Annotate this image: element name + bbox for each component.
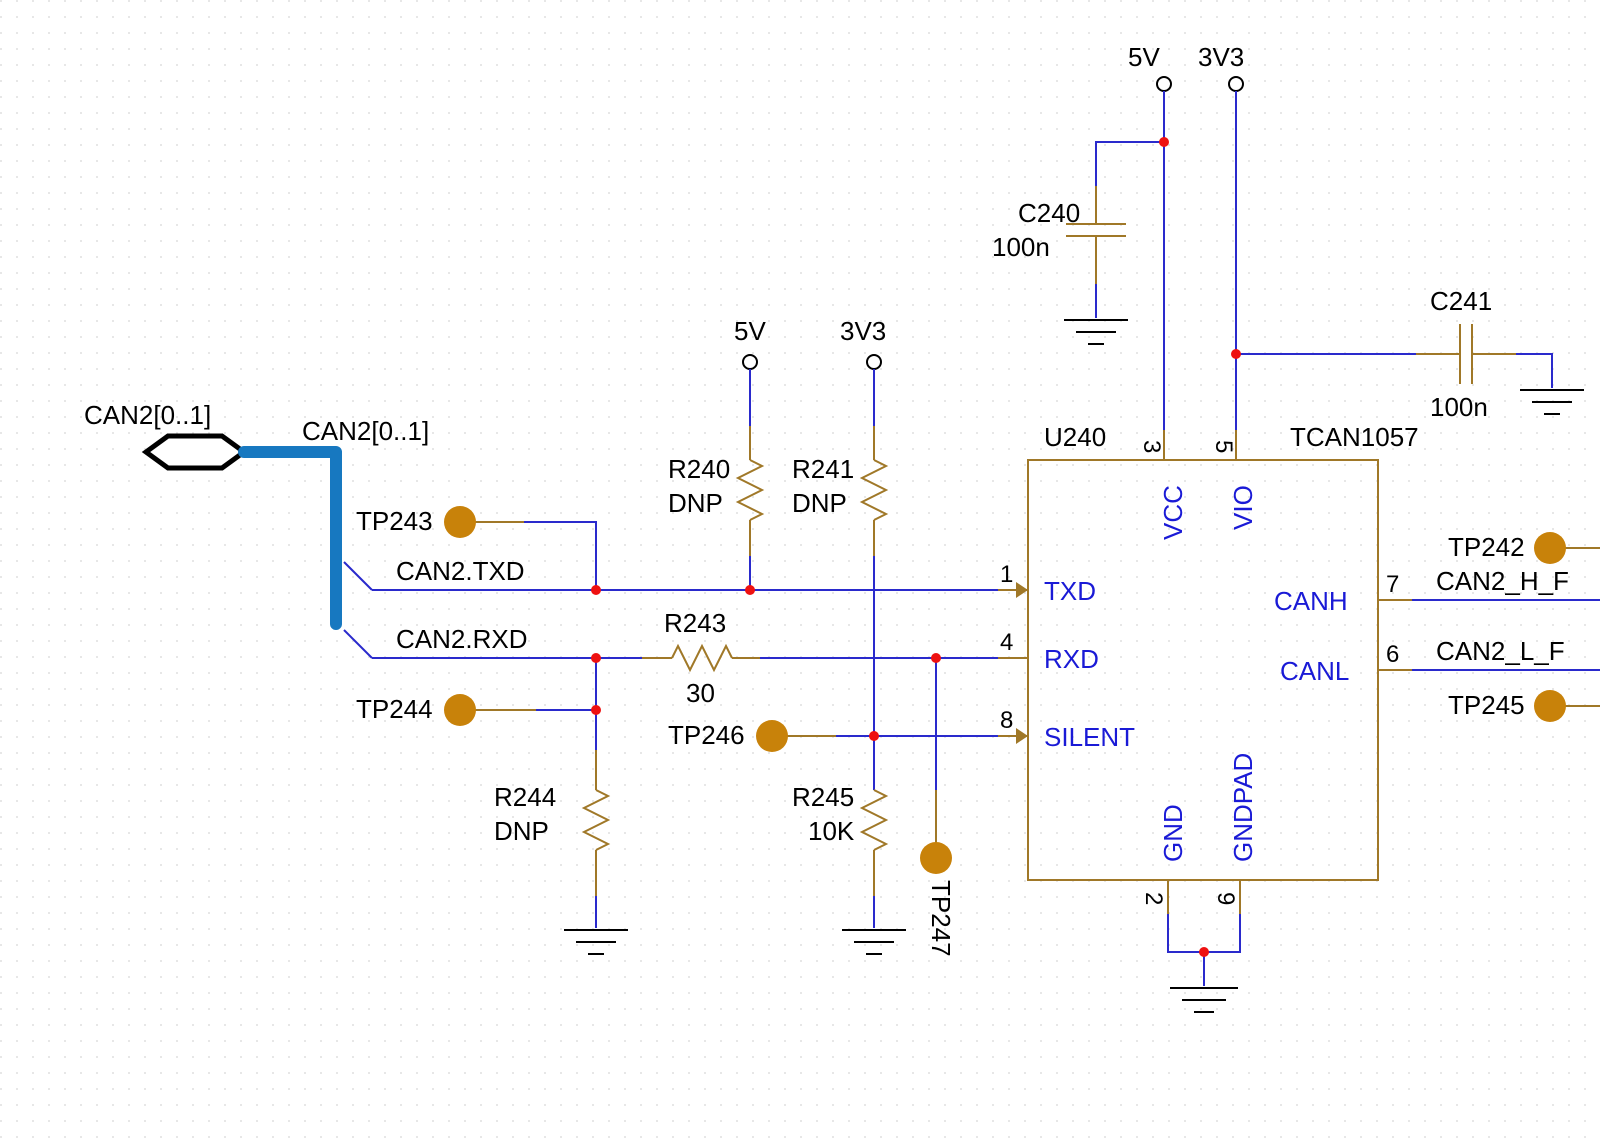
c240-ground-symbol bbox=[1064, 319, 1128, 345]
pin-gndpad-number: 9 bbox=[1212, 892, 1239, 905]
mid-3v3-label: 3V3 bbox=[840, 316, 886, 346]
r244-body[interactable] bbox=[581, 789, 611, 851]
tp243-pad[interactable] bbox=[444, 506, 476, 538]
tp246-label: TP246 bbox=[668, 720, 745, 750]
junction-txd-r240 bbox=[745, 585, 755, 595]
junction-tp244 bbox=[591, 705, 601, 715]
c241-value: 100n bbox=[1430, 392, 1488, 422]
r240-value: DNP bbox=[668, 488, 723, 518]
bus-entry-rxd bbox=[343, 629, 373, 659]
tp245-label: TP245 bbox=[1448, 690, 1525, 720]
pin-rxd-name: RXD bbox=[1044, 644, 1099, 674]
r245-body[interactable] bbox=[859, 789, 889, 851]
pin-rxd-number: 4 bbox=[1000, 629, 1013, 656]
ic-ground-symbol bbox=[1170, 987, 1238, 1013]
top-5v-label: 5V bbox=[1128, 42, 1160, 72]
pin-silent-name: SILENT bbox=[1044, 722, 1135, 752]
bus-port-connector[interactable] bbox=[141, 433, 249, 471]
pin-canh-number: 7 bbox=[1386, 571, 1399, 598]
pin-vio-number: 5 bbox=[1210, 440, 1237, 453]
top-5v-terminal bbox=[1156, 76, 1172, 92]
r241-ref: R241 bbox=[792, 454, 854, 484]
r244-ref: R244 bbox=[494, 782, 556, 812]
c240-wire bbox=[1095, 141, 1164, 186]
junction-rxd-r244 bbox=[591, 653, 601, 663]
tp246-pad[interactable] bbox=[756, 720, 788, 752]
bus-port-label: CAN2[0..1] bbox=[84, 400, 211, 430]
net-label-txd: CAN2.TXD bbox=[396, 556, 525, 586]
c241-ground-symbol bbox=[1520, 389, 1584, 415]
net-label-canh: CAN2_H_F bbox=[1436, 566, 1569, 596]
tp244-label: TP244 bbox=[356, 694, 433, 724]
mid-5v-label: 5V bbox=[734, 316, 766, 346]
u240-part: TCAN1057 bbox=[1290, 422, 1419, 452]
pin-vcc-number: 3 bbox=[1138, 440, 1165, 453]
r243-value: 30 bbox=[686, 678, 715, 708]
tp242-pad[interactable] bbox=[1534, 532, 1566, 564]
junction-ic-ground bbox=[1199, 947, 1209, 957]
can2-bus[interactable] bbox=[238, 446, 342, 630]
pin-txd-number: 1 bbox=[1000, 561, 1013, 588]
r240-ref: R240 bbox=[668, 454, 730, 484]
pin-vio-name: VIO bbox=[1228, 485, 1258, 530]
junction-silent bbox=[869, 731, 879, 741]
r245-ground-symbol bbox=[842, 929, 906, 955]
pin-gnd-name: GND bbox=[1158, 804, 1188, 862]
mid-5v-terminal bbox=[742, 354, 758, 370]
tp242-label: TP242 bbox=[1448, 532, 1525, 562]
r243-body[interactable] bbox=[671, 643, 733, 673]
junction-rxd-tp247 bbox=[931, 653, 941, 663]
pin-txd-name: TXD bbox=[1044, 576, 1096, 606]
r241-body[interactable] bbox=[859, 459, 889, 521]
pin-gndpad-name: GNDPAD bbox=[1228, 753, 1258, 862]
junction-vio-c241 bbox=[1231, 349, 1241, 359]
tp243-wire bbox=[524, 521, 597, 590]
r243-ref: R243 bbox=[664, 608, 726, 638]
can2-bus-label: CAN2[0..1] bbox=[302, 416, 429, 446]
top-3v3-terminal bbox=[1228, 76, 1244, 92]
pin-gnd-number: 2 bbox=[1140, 892, 1167, 905]
pin-canl-name: CANL bbox=[1280, 656, 1349, 686]
tp244-pad[interactable] bbox=[444, 694, 476, 726]
tp243-label: TP243 bbox=[356, 506, 433, 536]
tp247-pad[interactable] bbox=[920, 842, 952, 874]
junction-txd-tp243 bbox=[591, 585, 601, 595]
mid-3v3-terminal bbox=[866, 354, 882, 370]
r241-value: DNP bbox=[792, 488, 847, 518]
top-3v3-label: 3V3 bbox=[1198, 42, 1244, 72]
tp247-label: TP247 bbox=[926, 880, 956, 957]
r240-body[interactable] bbox=[735, 459, 765, 521]
net-label-rxd: CAN2.RXD bbox=[396, 624, 527, 654]
pin-canh-name: CANH bbox=[1274, 586, 1348, 616]
net-label-canl: CAN2_L_F bbox=[1436, 636, 1565, 666]
pin-silent-arrow bbox=[1016, 728, 1028, 744]
c240-ref: C240 bbox=[1018, 198, 1080, 228]
c240-value: 100n bbox=[992, 232, 1050, 262]
pin-canl-number: 6 bbox=[1386, 641, 1399, 668]
pin-silent-number: 8 bbox=[1000, 707, 1013, 734]
r244-ground-symbol bbox=[564, 929, 628, 955]
pin-vcc-name: VCC bbox=[1158, 485, 1188, 540]
r245-value: 10K bbox=[808, 816, 855, 846]
pin-txd-arrow bbox=[1016, 582, 1028, 598]
bus-entry-txd bbox=[343, 561, 373, 591]
junction-vcc-c240 bbox=[1159, 137, 1169, 147]
r245-ref: R245 bbox=[792, 782, 854, 812]
r244-value: DNP bbox=[494, 816, 549, 846]
u240-ref: U240 bbox=[1044, 422, 1106, 452]
tp245-pad[interactable] bbox=[1534, 690, 1566, 722]
c241-ref: C241 bbox=[1430, 286, 1492, 316]
c241-gnd-wire bbox=[1516, 353, 1553, 388]
